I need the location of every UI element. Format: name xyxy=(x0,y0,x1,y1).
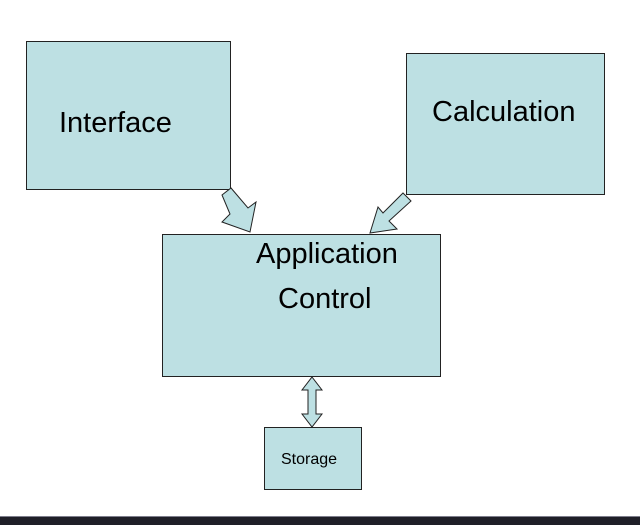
arrow-interface-to-application xyxy=(221,187,257,233)
arrow-application-storage-bidirectional xyxy=(300,376,324,428)
bottom-bar xyxy=(0,516,640,525)
arrow-calculation-to-application xyxy=(369,192,412,234)
interface-label: Interface xyxy=(59,107,172,139)
calculation-label: Calculation xyxy=(432,96,576,128)
storage-label: Storage xyxy=(281,451,338,468)
calculation-box: Calculation xyxy=(406,53,605,195)
storage-box: Storage xyxy=(264,427,362,490)
application-label-line1: Application xyxy=(256,238,398,270)
application-label-line2: Control xyxy=(278,283,372,315)
interface-box: Interface xyxy=(26,41,231,190)
application-control-box: Application Control xyxy=(162,234,441,377)
